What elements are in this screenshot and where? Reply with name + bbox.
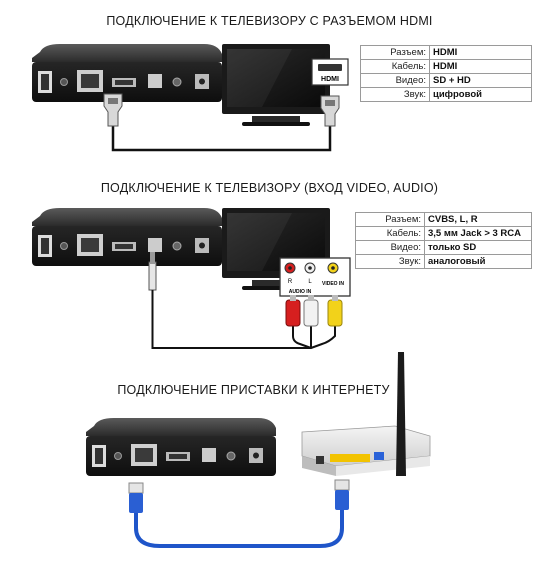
spec-row-cable: Кабель:3,5 мм Jack > 3 RCA (355, 226, 532, 241)
spec-key: Звук: (360, 87, 430, 102)
router-antenna (396, 352, 406, 476)
spec-value: аналоговый (424, 254, 532, 269)
spec-row-video: Видео:SD + HD (360, 73, 532, 88)
spec-key: Видео: (355, 240, 425, 255)
spec-key: Кабель: (355, 226, 425, 241)
spec-row-sound: Звук:цифровой (360, 87, 532, 102)
ethernet-cable (128, 479, 350, 548)
spec-key: Видео: (360, 73, 430, 88)
rca-plug-white (303, 295, 319, 327)
hdmi-port-callout: HDMI (311, 58, 349, 86)
jack-plug (148, 261, 157, 291)
av-spec-table: Разъем:CVBS, L, R Кабель:3,5 мм Jack > 3… (355, 212, 532, 269)
spec-key: Звук: (355, 254, 425, 269)
spec-row-cable: Кабель:HDMI (360, 59, 532, 74)
spec-row-sound: Звук:аналоговый (355, 254, 532, 269)
set-top-box-2 (31, 207, 223, 267)
hdmi-port-label: HDMI (321, 76, 339, 83)
rca-plug-red (285, 295, 301, 327)
wifi-router (301, 352, 431, 476)
set-top-box-3 (85, 417, 277, 477)
video-in-label: VIDEO IN (322, 281, 344, 287)
audio-in-label: AUDIO IN (289, 289, 312, 295)
section-title-internet: ПОДКЛЮЧЕНИЕ ПРИСТАВКИ К ИНТЕРНЕТУ (117, 383, 390, 397)
spec-key: Разъем: (360, 45, 430, 60)
spec-row-video: Видео:только SD (355, 240, 532, 255)
svg-text:L: L (308, 279, 312, 285)
rj45-plug-right (334, 479, 350, 510)
section-title-av: ПОДКЛЮЧЕНИЕ К ТЕЛЕВИЗОРУ (ВХОД VIDEO, AU… (100, 181, 439, 195)
rj45-plug-left (128, 482, 144, 513)
spec-value: цифровой (429, 87, 532, 102)
av-input-panel: R L AUDIO IN VIDEO IN (279, 257, 351, 297)
av-cable (148, 252, 343, 350)
svg-text:R: R (288, 279, 293, 285)
section-title-hdmi: ПОДКЛЮЧЕНИЕ К ТЕЛЕВИЗОРУ С РАЗЪЕМОМ HDMI (106, 14, 433, 28)
rca-plug-yellow (327, 295, 343, 327)
spec-row-connector: Разъем:HDMI (360, 45, 532, 60)
set-top-box-1 (31, 43, 223, 103)
spec-key: Кабель: (360, 59, 430, 74)
hdmi-cable (103, 93, 340, 152)
hdmi-spec-table: Разъем:HDMI Кабель:HDMI Видео:SD + HD Зв… (360, 45, 532, 102)
